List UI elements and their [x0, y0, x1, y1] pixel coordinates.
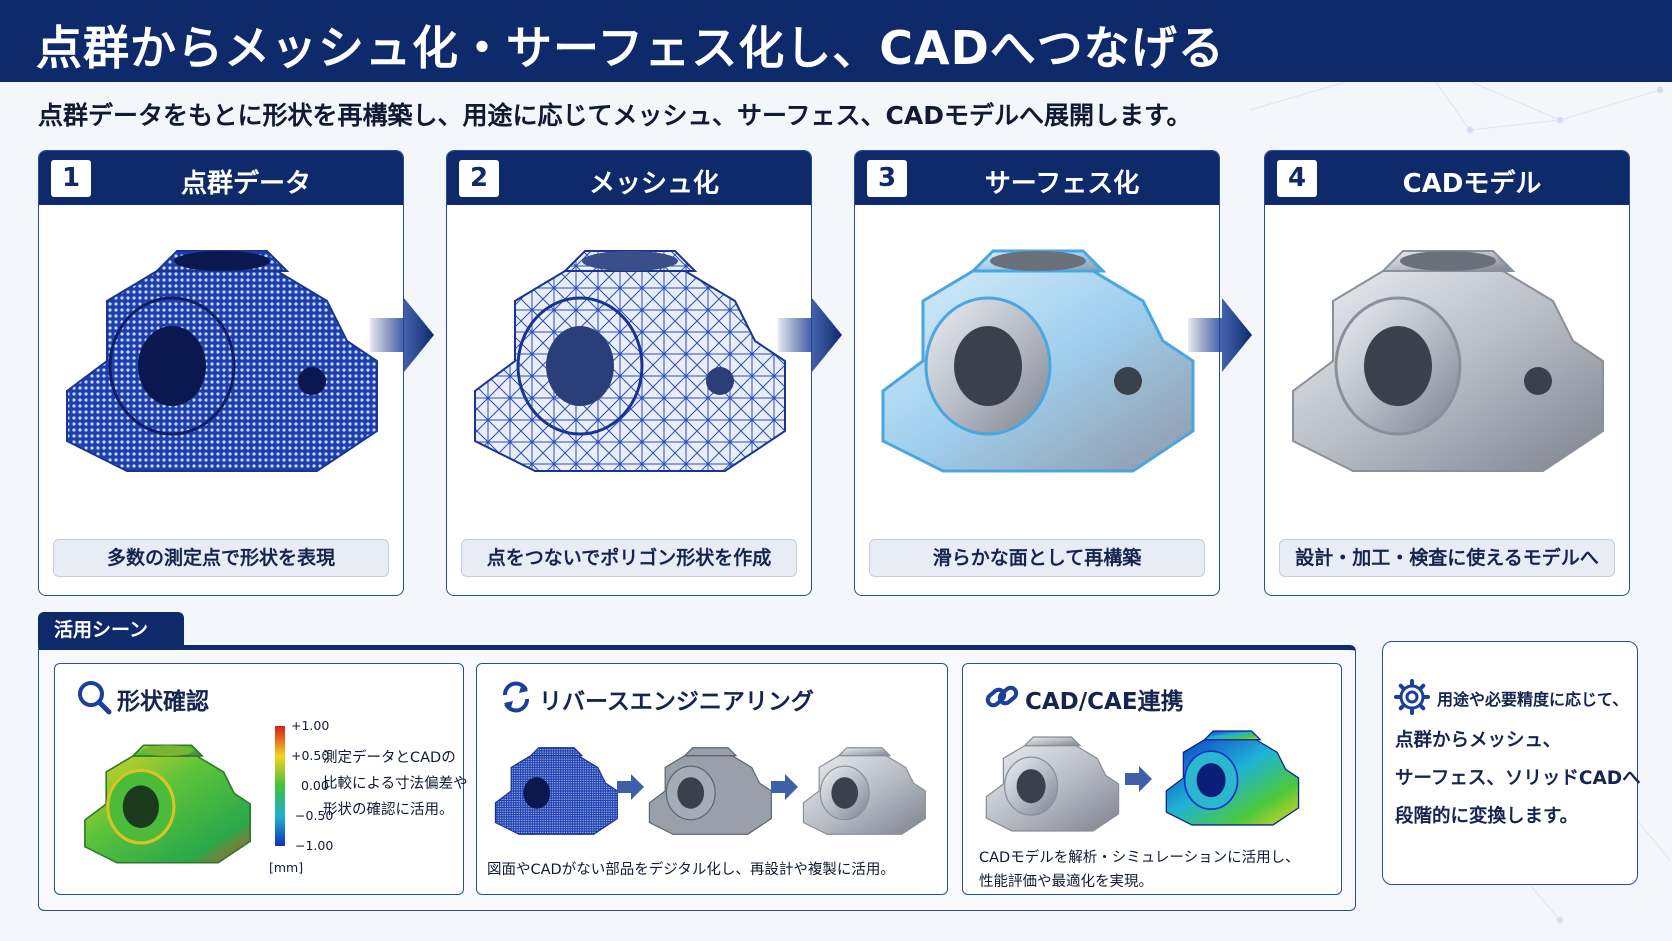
legend-tick: +0.50: [291, 748, 330, 763]
step-header: 2 メッシュ化: [447, 151, 811, 205]
cad-part-image: [985, 736, 1120, 832]
use-card-shape-check: 形状確認 +1.00 +0.50 0.00 −0.50 −1.00 [mm] 測…: [54, 663, 468, 895]
surface-part-image: [863, 211, 1211, 595]
legend-tick: 0.00: [301, 778, 329, 793]
step-card-mesh: 2 メッシュ化 点をつないでポリゴン形状を作成: [446, 150, 812, 596]
point-cloud-part-image: [47, 211, 395, 595]
header-bar: 点群からメッシュ化・サーフェス化し、CADへつなげる: [0, 0, 1672, 82]
cad-part-image: [802, 747, 926, 835]
step-title: メッシュ化: [588, 169, 719, 199]
flow-arrow-icon: [778, 298, 842, 372]
side-note-line: 段階的に変換します。: [1395, 806, 1579, 827]
step-caption: 点をつないでポリゴン形状を作成: [461, 539, 797, 577]
step-title: 点群データ: [180, 169, 311, 199]
step-card-point-cloud: 1 点群データ 多数の測定点で形状を表現: [38, 150, 404, 596]
use-cases-tab: 活用シーン: [38, 612, 184, 648]
step-number: 4: [1277, 160, 1317, 197]
step-number: 2: [459, 160, 499, 197]
step-title: サーフェス化: [984, 169, 1140, 199]
refresh-cycle-icon: [503, 681, 529, 713]
magnifier-icon: [78, 681, 112, 715]
step-number: 1: [51, 160, 91, 197]
use-card-reverse-engineering: リバースエンジニアリング 図面やCADがない部品をデジタル化し、再設計や複製に活…: [476, 663, 948, 895]
legend-tick: +1.00: [291, 718, 330, 733]
mesh-part-image: [455, 211, 803, 595]
step-caption: 設計・加工・検査に使えるモデルへ: [1279, 539, 1615, 577]
use-card-title: 形状確認: [117, 689, 209, 715]
use-card-desc-line: 比較による寸法偏差や: [323, 776, 468, 792]
side-note-line: 点群からメッシュ、: [1395, 730, 1562, 751]
step-header: 4 CADモデル: [1265, 151, 1629, 205]
flow-arrow-icon: [771, 774, 798, 800]
page-title: 点群からメッシュ化・サーフェス化し、CADへつなげる: [36, 21, 1225, 75]
step-header: 3 サーフェス化: [855, 151, 1219, 205]
legend-unit: [mm]: [269, 860, 304, 875]
point-cloud-part-image: [494, 747, 618, 835]
gray-mesh-part-image: [648, 747, 772, 835]
use-card-desc-line: 性能評価や最適化を実現。: [979, 874, 1153, 890]
flow-arrow-icon: [617, 774, 644, 800]
step-header: 1 点群データ: [39, 151, 403, 205]
deviation-color-scale: [275, 726, 285, 846]
step-card-cad-model: 4 CADモデル 設計・加工・検査に使えるモデルへ: [1264, 150, 1630, 596]
step-card-surface: 3 サーフェス化 滑らかな面として再構築: [854, 150, 1220, 596]
deviation-heatmap-part-image: [84, 744, 251, 864]
flow-arrow-icon: [1188, 298, 1252, 372]
cae-analysis-part-image: [1165, 730, 1300, 826]
step-caption: 多数の測定点で形状を表現: [53, 539, 389, 577]
flow-arrow-icon: [370, 298, 434, 372]
side-note-box: 用途や必要精度に応じて、 点群からメッシュ、 サーフェス、ソリッドCADへ 段階…: [1382, 641, 1641, 885]
step-number: 3: [867, 160, 907, 197]
use-card-title: リバースエンジニアリング: [539, 689, 814, 715]
legend-tick: −1.00: [295, 838, 334, 853]
flow-arrow-icon: [1125, 766, 1152, 792]
page-subtitle: 点群データをもとに形状を再構築し、用途に応じてメッシュ、サーフェス、CADモデル…: [38, 101, 1192, 130]
use-card-desc: 図面やCADがない部品をデジタル化し、再設計や複製に活用。: [487, 862, 895, 878]
use-card-desc-line: 測定データとCADの: [323, 750, 456, 766]
use-card-desc-line: CADモデルを解析・シミュレーションに活用し、: [979, 850, 1300, 866]
side-note-line: サーフェス、ソリッドCADへ: [1395, 768, 1641, 789]
step-caption: 滑らかな面として再構築: [869, 539, 1205, 577]
link-chain-icon: [985, 685, 1019, 708]
step-title: CADモデル: [1402, 169, 1542, 199]
use-card-title: CAD/CAE連携: [1025, 689, 1184, 715]
use-card-cad-cae: CAD/CAE連携 CADモデルを解析・シミュレーションに活用し、 性能評価や最…: [962, 663, 1342, 895]
legend-tick: −0.50: [295, 808, 334, 823]
use-card-desc-line: 形状の確認に活用。: [323, 802, 454, 818]
gear-icon: [1394, 679, 1430, 715]
side-note-line: 用途や必要精度に応じて、: [1437, 690, 1629, 709]
cad-part-image: [1273, 211, 1621, 595]
